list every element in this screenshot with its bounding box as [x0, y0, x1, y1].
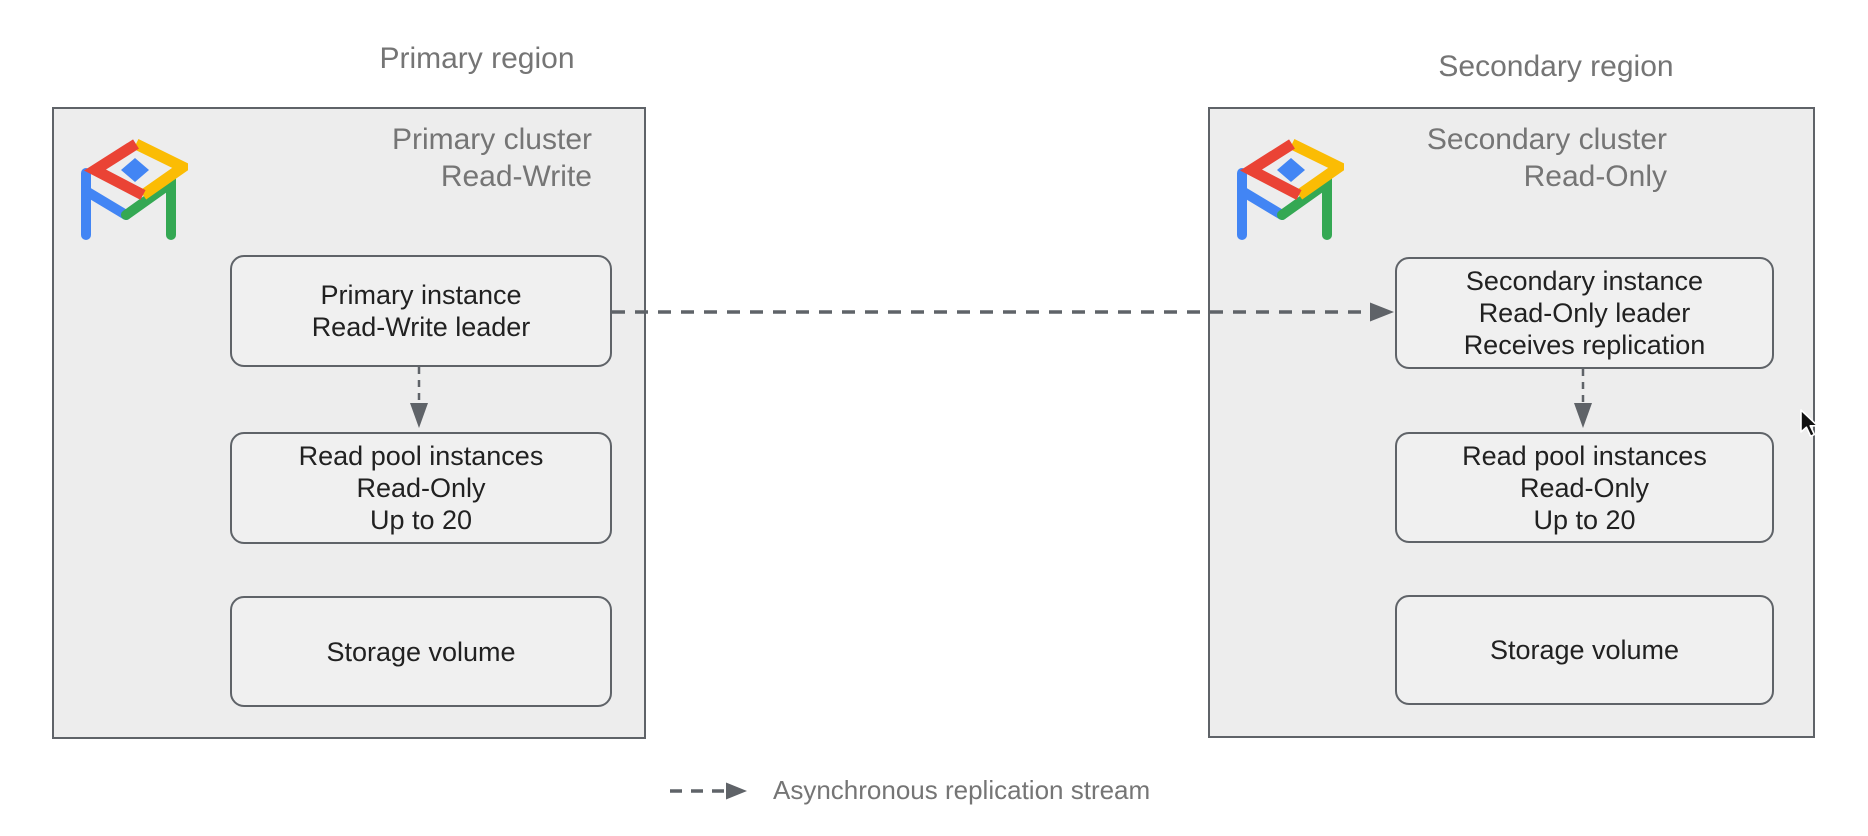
secondary-cluster-title-line1: Secondary cluster [1426, 123, 1667, 156]
secondary-readpool-line3: Up to 20 [1533, 504, 1636, 535]
secondary-instance-node: Secondary instance Read-Only leader Rece… [1395, 257, 1774, 369]
secondary-readpool-line1: Read pool instances [1462, 440, 1707, 471]
legend-dashed-arrow-icon [670, 782, 747, 800]
secondary-readpool-line2: Read-Only [1519, 472, 1650, 503]
primary-readpool-line2: Read-Only [356, 473, 486, 503]
legend-label: Asynchronous replication stream [773, 775, 1151, 805]
secondary-cluster-container: Secondary cluster Read-Only Secondary in… [1208, 107, 1815, 738]
secondary-cluster-title-line2: Read-Only [1523, 160, 1667, 193]
secondary-cluster-title: Secondary cluster Read-Only [1427, 121, 1667, 195]
primary-cluster-container: Primary cluster Read-Write Primary insta… [52, 107, 646, 739]
secondary-instance-line1: Secondary instance [1465, 266, 1704, 296]
secondary-instance-line3: Receives replication [1463, 330, 1706, 360]
primary-cluster-title-line2: Read-Write [440, 160, 592, 193]
secondary-read-pool-node: Read pool instances Read-Only Up to 20 [1395, 432, 1774, 543]
primary-readpool-line3: Up to 20 [369, 505, 473, 535]
primary-region-label: Primary region [379, 42, 575, 75]
secondary-region-label: Secondary region [1438, 50, 1674, 83]
secondary-instance-line2: Read-Only leader [1478, 298, 1691, 328]
secondary-storage-node: Storage volume [1395, 595, 1774, 705]
primary-instance-line1: Primary instance [320, 280, 522, 310]
alloydb-logo-icon [1237, 139, 1344, 240]
primary-readpool-line1: Read pool instances [298, 441, 544, 471]
primary-instance-node: Primary instance Read-Write leader [230, 255, 612, 367]
primary-cluster-title: Primary cluster Read-Write [392, 121, 592, 195]
secondary-storage-label: Storage volume [1489, 635, 1680, 665]
primary-cluster-title-line1: Primary cluster [391, 123, 592, 156]
primary-storage-label: Storage volume [326, 636, 516, 667]
alloydb-logo-icon [81, 139, 188, 240]
primary-read-pool-node: Read pool instances Read-Only Up to 20 [230, 432, 612, 544]
primary-storage-node: Storage volume [230, 596, 612, 707]
primary-instance-line2: Read-Write leader [311, 312, 531, 342]
